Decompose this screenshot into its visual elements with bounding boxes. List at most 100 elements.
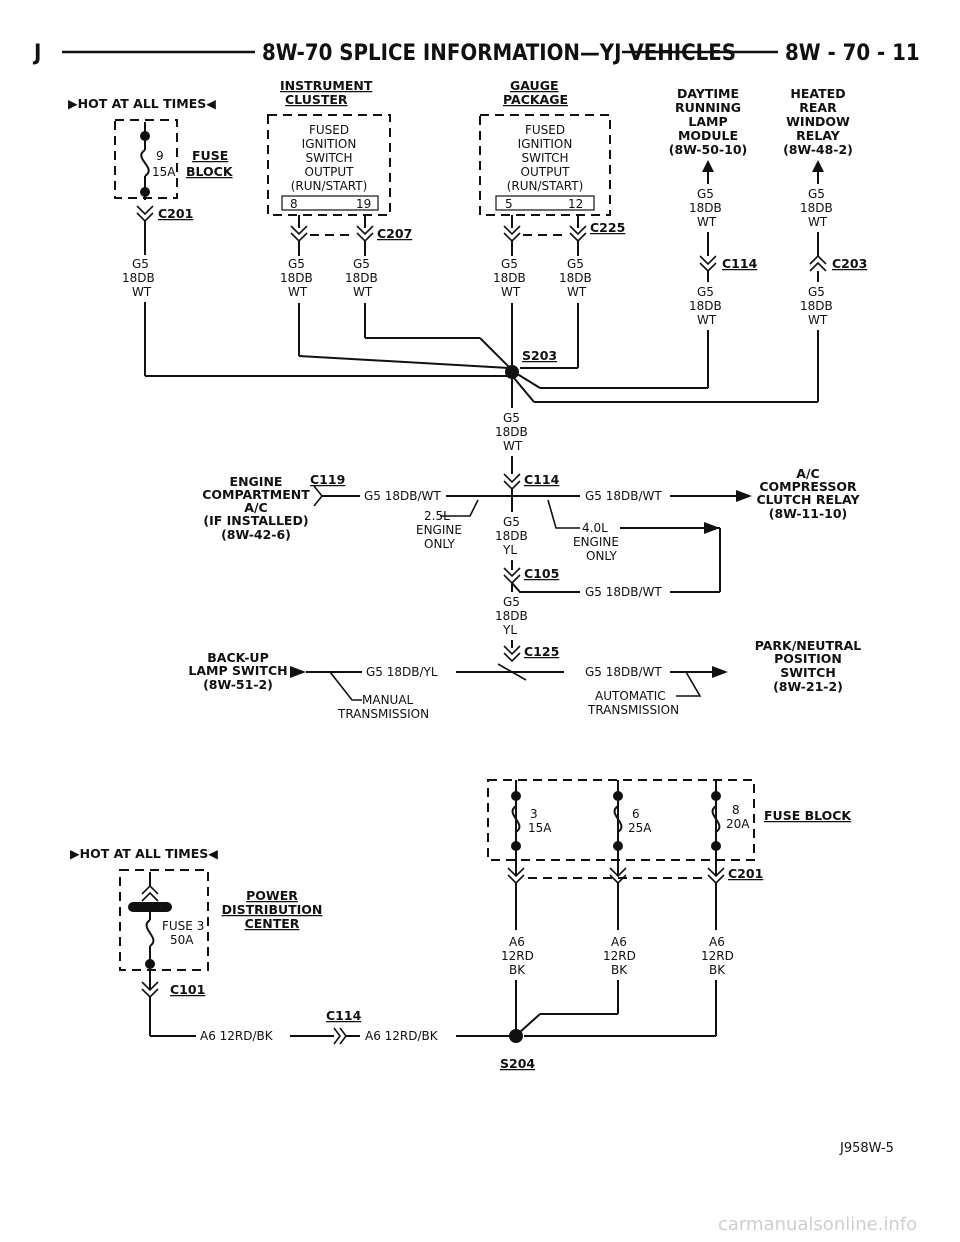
fuse-6-element-icon	[613, 805, 623, 833]
fuse-3-element-icon	[511, 805, 521, 833]
hrw-line-2: REAR	[799, 100, 837, 115]
figure-code: J958W-5	[839, 1141, 894, 1156]
gp-wire-18db-b: 18DB	[559, 271, 592, 285]
wire-label-g5-wt-c105: G5 18DB/WT	[585, 585, 662, 599]
c201-connector-icon	[136, 205, 154, 223]
fuse-6-rating: 25A	[628, 821, 652, 835]
wire-wt-1: WT	[132, 285, 152, 299]
header-letter: J	[32, 41, 41, 66]
fuse-3-rating: 15A	[528, 821, 552, 835]
eng25-line-2: ENGINE	[416, 523, 462, 537]
c201-label-top: C201	[158, 206, 193, 221]
fuse-8-rating: 20A	[726, 817, 750, 831]
eng40-line-3: ONLY	[586, 549, 618, 563]
c201-label-bottom: C201	[728, 866, 763, 881]
gp-line-1: FUSED	[525, 123, 565, 137]
hrw-arrow-icon	[812, 160, 824, 172]
drl-line-3: LAMP	[688, 114, 727, 129]
yl2-wire-yl: YL	[502, 623, 517, 637]
a6-12rd-b: 12RD	[603, 949, 636, 963]
fuse-8-element-icon	[711, 805, 721, 833]
drl-line-1: DAYTIME	[677, 86, 739, 101]
a6-wire-c: A6	[709, 935, 725, 949]
c114-label-top: C114	[722, 256, 758, 271]
hrw-wire2-18db: 18DB	[800, 299, 833, 313]
package-title: PACKAGE	[503, 92, 568, 107]
ic-wire-g5-a: G5	[288, 257, 305, 271]
gauge-title: GAUGE	[510, 78, 559, 93]
block-label: BLOCK	[186, 164, 234, 179]
wire-18db-1: 18DB	[122, 271, 155, 285]
manual-line-1: MANUAL	[362, 693, 414, 707]
fuse-block-label-bottom: FUSE BLOCK	[764, 808, 852, 823]
eng-ac-line-1: ENGINE	[230, 474, 283, 489]
hrw-wire-wt: WT	[808, 215, 828, 229]
pdc-fuse-rating: 50A	[170, 933, 194, 947]
pn-line-1: PARK/NEUTRAL	[755, 638, 862, 653]
eng-ac-line-5: (8W-42-6)	[221, 527, 291, 542]
instrument-title: INSTRUMENT	[280, 78, 373, 93]
fuse-9-element-icon	[140, 149, 150, 177]
eng-ac-line-2: COMPARTMENT	[202, 487, 310, 502]
s203-splice-icon	[505, 365, 519, 379]
s204-splice-icon	[509, 1029, 523, 1043]
eng25-line-3: ONLY	[424, 537, 456, 551]
yl2-wire-18db: 18DB	[495, 609, 528, 623]
manual-line-2: TRANSMISSION	[337, 707, 429, 721]
yl2-wire-g5: G5	[503, 595, 520, 609]
gp-pin-12: 12	[568, 197, 583, 211]
drl-wire2-wt: WT	[697, 313, 717, 327]
pn-line-4: (8W-21-2)	[773, 679, 843, 694]
wire-label-g5-wt-right: G5 18DB/WT	[585, 489, 662, 503]
ic-wire-18db-a: 18DB	[280, 271, 313, 285]
c207-connector-icon	[290, 225, 308, 243]
c114-label-bottom: C114	[326, 1008, 362, 1023]
fuse-9-number: 9	[156, 149, 164, 163]
ic-pin-19: 19	[356, 197, 371, 211]
hrw-wire-18db: 18DB	[800, 201, 833, 215]
a6-bk-c: BK	[709, 963, 726, 977]
park-neutral-arrow-icon	[712, 666, 728, 678]
backup-arrow-icon	[290, 666, 306, 678]
c225-label: C225	[590, 220, 625, 235]
pdc-fuse-label: FUSE 3	[162, 919, 204, 933]
eng-ac-line-3: A/C	[244, 500, 267, 515]
fuse-50a-element-icon	[145, 919, 155, 947]
gauge-package-box	[479, 114, 611, 216]
instrument-cluster-box	[267, 114, 391, 216]
drl-line-4: MODULE	[678, 128, 738, 143]
drl-wire2-18db: 18DB	[689, 299, 722, 313]
ac-relay-arrow-icon	[736, 490, 752, 502]
ac-relay-line-3: CLUTCH RELAY	[756, 492, 860, 507]
cluster-title: CLUSTER	[285, 92, 348, 107]
c114-connector-icon-top	[699, 255, 717, 273]
gp-line-2: IGNITION	[518, 137, 573, 151]
drl-arrow-icon	[702, 160, 714, 172]
wire-label-g5-wt-left: G5 18DB/WT	[364, 489, 441, 503]
header-title: 8W-70 SPLICE INFORMATION—YJ VEHICLES	[262, 41, 736, 66]
gp-wire-wt-b: WT	[567, 285, 587, 299]
a6-12rd-a: 12RD	[501, 949, 534, 963]
a6-wire-b: A6	[611, 935, 627, 949]
ic-wire-wt-a: WT	[288, 285, 308, 299]
mid-wire-wt: WT	[503, 439, 523, 453]
ac-relay-line-2: COMPRESSOR	[759, 479, 857, 494]
a6-12rd-c: 12RD	[701, 949, 734, 963]
hrw-wire2-g5: G5	[808, 285, 825, 299]
c119-connector-icon	[313, 485, 324, 507]
s204-label: S204	[500, 1056, 535, 1071]
yl-wire-18db: 18DB	[495, 529, 528, 543]
drl-wire-wt: WT	[697, 215, 717, 229]
yl-wire-g5: G5	[503, 515, 520, 529]
mid-wire-g5: G5	[503, 411, 520, 425]
c119-label: C119	[310, 472, 345, 487]
gp-wire-g5-a: G5	[501, 257, 518, 271]
c114-connector-icon-bottom	[333, 1027, 347, 1045]
ic-wire-wt-b: WT	[353, 285, 373, 299]
eng25-line-1: 2.5L	[424, 509, 450, 523]
c225-connector-icon	[503, 225, 521, 243]
hrw-wire2-wt: WT	[808, 313, 828, 327]
gp-line-5: (RUN/START)	[507, 179, 584, 193]
hot-at-all-times-bottom: ▶HOT AT ALL TIMES◀	[70, 846, 218, 861]
